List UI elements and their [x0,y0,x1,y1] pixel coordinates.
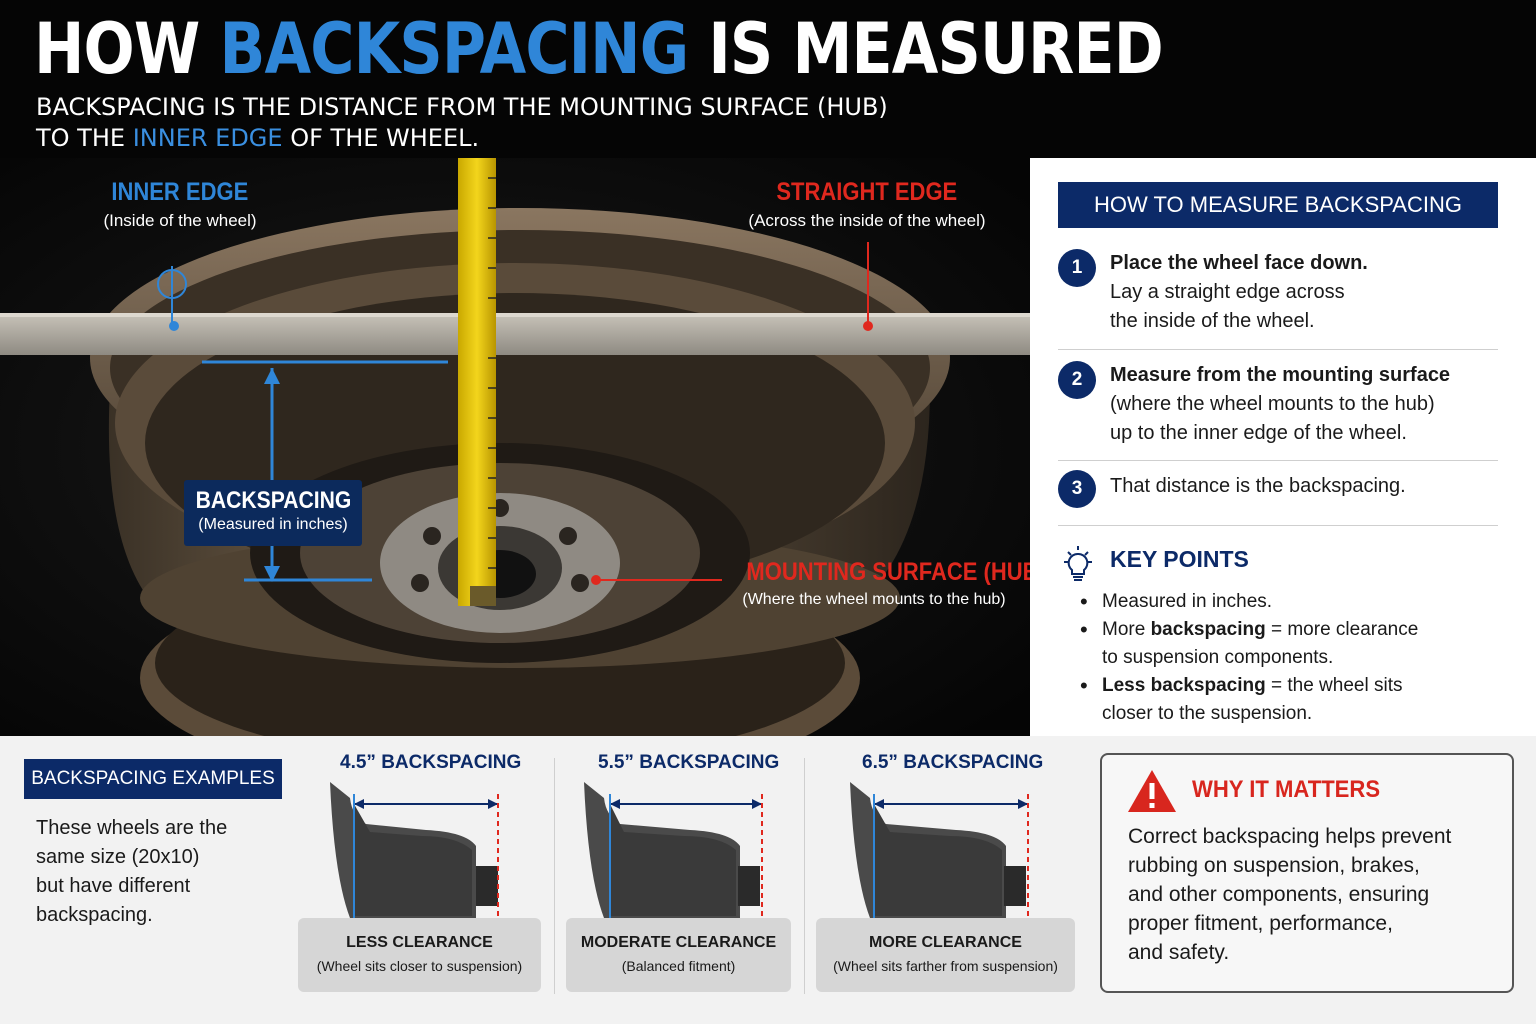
lightbulb-icon [1064,546,1092,581]
subtitle-line2-post: OF THE WHEEL. [290,124,480,152]
why-line-5: and safety. [1128,941,1230,964]
key-points-list: Measured in inches. More backspacing = m… [1078,588,1418,728]
straight-edge-label: STRAIGHT EDGE (Across the inside of the … [730,178,1004,231]
subtitle-line2-accent: INNER EDGE [132,124,283,152]
key-point-1-text: Measured in inches. [1102,591,1273,612]
example-3-clearance: MORE CLEARANCE [869,934,1022,951]
step-1-number: 1 [1058,249,1096,287]
key-point-2-line2: to suspension components. [1102,647,1334,668]
backspacing-callout-title: BACKSPACING [195,487,351,514]
key-point-3: Less backspacing = the wheel sits closer… [1078,672,1418,728]
how-to-title: HOW TO MEASURE BACKSPACING [1058,182,1498,228]
wheel-profile-1 [330,782,499,918]
mounting-surface-label: MOUNTING SURFACE (HUB) (Where the wheel … [726,558,1030,609]
why-it-matters-text: Correct backspacing helps prevent rubbin… [1128,822,1451,967]
header-banner: HOW BACKSPACING IS MEASURED BACKSPACING … [0,0,1536,158]
wheel-profile-3 [850,782,1029,918]
examples-desc-line4: backspacing. [36,904,153,926]
straight-edge-sub: (Across the inside of the wheel) [748,211,986,230]
example-3-heading: 6.5” BACKSPACING [862,752,1044,773]
example-2-note: (Balanced fitment) [621,958,736,974]
step-3-line: That distance is the backspacing. [1110,475,1406,497]
example-separator-2 [804,758,805,994]
backspacing-callout: BACKSPACING (Measured in inches) [184,480,362,546]
page-title: HOW BACKSPACING IS MEASURED [34,8,1164,90]
examples-desc-line1: These wheels are the [36,817,228,839]
wheel-profile-2 [584,782,763,918]
wheel-photo: INNER EDGE (Inside of the wheel) STRAIGH… [0,158,1030,736]
straight-edge-title: STRAIGHT EDGE [776,178,958,206]
warning-icon [1128,770,1176,812]
example-1-caption: LESS CLEARANCE (Wheel sits closer to sus… [298,918,541,992]
key-point-2: More backspacing = more clearance to sus… [1078,616,1418,672]
why-line-1: Correct backspacing helps prevent [1128,825,1452,848]
inner-edge-sub: (Inside of the wheel) [103,211,257,230]
why-it-matters-title: WHY IT MATTERS [1192,776,1381,803]
key-point-3-bold: Less backspacing [1102,675,1266,696]
mounting-surface-title: MOUNTING SURFACE (HUB) [746,558,1030,586]
subtitle-line2-pre: TO THE [36,124,126,152]
title-part1: HOW [34,8,200,90]
why-it-matters-box [1100,753,1514,993]
example-2-clearance: MODERATE CLEARANCE [580,934,777,951]
step-2-number: 2 [1058,361,1096,399]
step-3-number: 3 [1058,470,1096,508]
divider-1 [1058,349,1498,350]
step-2-bold: Measure from the mounting surface [1110,364,1451,386]
key-point-2-pre: More [1102,619,1146,640]
title-accent: BACKSPACING [219,8,689,90]
step-1-line3: the inside of the wheel. [1110,310,1315,332]
example-3-note: (Wheel sits farther from suspension) [833,958,1058,974]
inner-edge-label: INNER EDGE (Inside of the wheel) [92,178,268,231]
examples-title: BACKSPACING EXAMPLES [24,759,282,799]
divider-2 [1058,460,1498,461]
key-points-title: KEY POINTS [1110,546,1249,572]
subtitle-line2: TO THE INNER EDGE OF THE WHEEL. [36,123,888,154]
examples-description: These wheels are the same size (20x10) b… [36,814,227,930]
example-1-note: (Wheel sits closer to suspension) [316,958,523,974]
examples-desc-line3: but have different [36,875,191,897]
example-3-caption: MORE CLEARANCE (Wheel sits farther from … [816,918,1075,992]
divider-3 [1058,525,1498,526]
mounting-surface-sub: (Where the wheel mounts to the hub) [742,591,1006,608]
subtitle-line1: BACKSPACING IS THE DISTANCE FROM THE MOU… [36,93,888,121]
example-1-clearance: LESS CLEARANCE [346,934,493,951]
why-line-4: proper fitment, performance, [1128,912,1393,935]
title-part2: IS MEASURED [708,8,1163,90]
page-subtitle: BACKSPACING IS THE DISTANCE FROM THE MOU… [36,92,888,154]
inner-edge-title: INNER EDGE [111,178,249,206]
examples-desc-line2: same size (20x10) [36,846,200,868]
step-2-text: Measure from the mounting surface (where… [1110,361,1450,448]
example-2-heading: 5.5” BACKSPACING [598,752,780,773]
why-line-2: rubbing on suspension, brakes, [1128,854,1420,877]
example-1-heading: 4.5” BACKSPACING [340,752,522,773]
step-1-line2: Lay a straight edge across [1110,281,1345,303]
key-point-1: Measured in inches. [1078,588,1418,616]
step-3-text: That distance is the backspacing. [1110,472,1406,501]
step-1-bold: Place the wheel face down. [1110,252,1368,274]
key-point-3-post: = the wheel sits [1270,675,1403,696]
example-separator-1 [554,758,555,994]
key-point-2-bold: backspacing [1150,619,1266,640]
example-2-caption: MODERATE CLEARANCE (Balanced fitment) [566,918,791,992]
backspacing-callout-sub: (Measured in inches) [198,516,348,533]
why-line-3: and other components, ensuring [1128,883,1430,906]
key-point-2-post: = more clearance [1270,619,1419,640]
wheel-illustration [0,158,1030,736]
step-2-line3: up to the inner edge of the wheel. [1110,422,1407,444]
key-point-3-line2: closer to the suspension. [1102,703,1313,724]
step-1-text: Place the wheel face down. Lay a straigh… [1110,249,1368,336]
step-2-line2: (where the wheel mounts to the hub) [1110,393,1435,415]
